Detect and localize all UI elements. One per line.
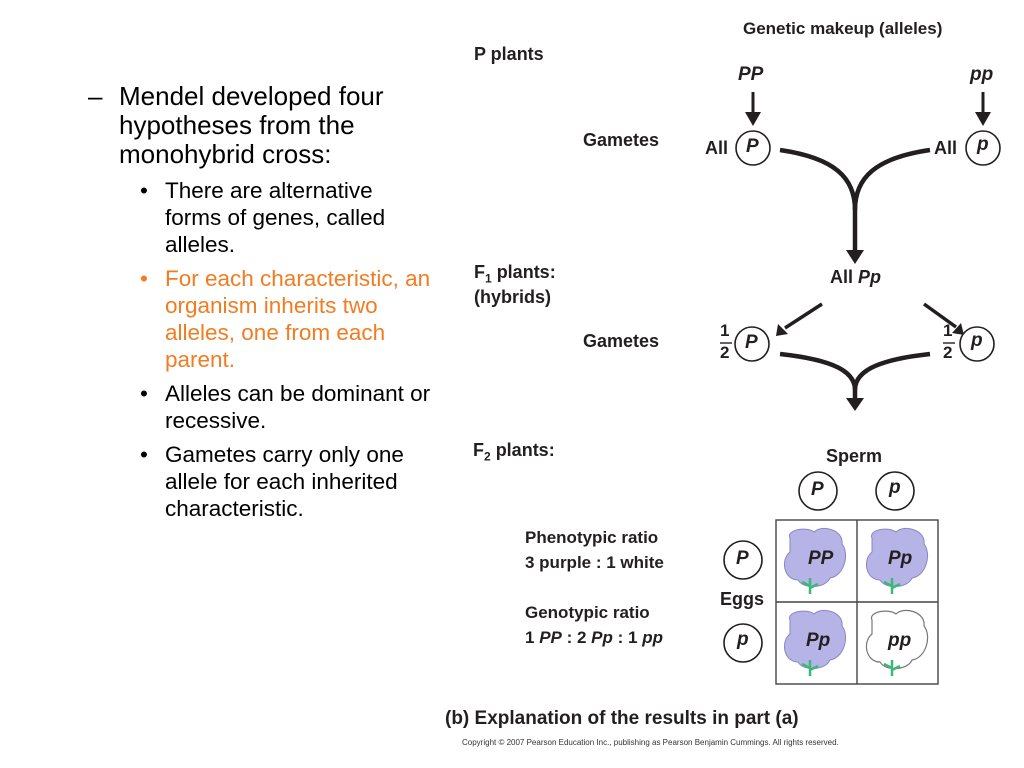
punnett-cell-Pp: Pp	[888, 548, 913, 569]
bullet-icon: •	[140, 266, 148, 291]
egg-P-circle	[723, 540, 763, 580]
half-numerator: 1	[943, 321, 953, 340]
sperm-allele-p: p	[889, 477, 901, 498]
merge-arrow-left	[779, 351, 858, 398]
half-numerator: 1	[720, 321, 730, 340]
list-item: • There are alternative forms of genes, c…	[88, 177, 433, 258]
bullet-text: Alleles can be dominant or recessive.	[165, 381, 431, 433]
allele-p: p	[977, 134, 989, 155]
sperm-allele-P: P	[811, 479, 824, 500]
sperm-label: Sperm	[826, 446, 883, 466]
half-denominator: 2	[720, 343, 730, 362]
bullet-text: There are alternative forms of genes, ca…	[165, 178, 386, 257]
allele-p: p	[971, 330, 983, 351]
arrow-to-half-P	[784, 302, 823, 330]
dash-marker: –	[88, 81, 103, 111]
egg-allele-p: p	[737, 629, 749, 650]
pp-recessive-label: pp	[970, 64, 994, 85]
phenotypic-ratio-value: 3 purple : 1 white	[525, 553, 664, 572]
f1-plants-label: F1 plants:	[474, 262, 556, 286]
genotypic-ratio-value: 1 PP : 2 Pp : 1 pp	[525, 628, 663, 647]
allele-P: P	[746, 136, 759, 157]
copyright-notice: Copyright © 2007 Pearson Education Inc.,…	[462, 738, 839, 747]
phenotypic-ratio-label: Phenotypic ratio	[525, 528, 659, 547]
list-item: • Alleles can be dominant or recessive.	[88, 380, 433, 434]
punnett-cell-PP: PP	[808, 548, 834, 569]
hypotheses-heading: – Mendel developed four hypotheses from …	[88, 82, 433, 169]
text-column: – Mendel developed four hypotheses from …	[88, 82, 433, 529]
bullet-text: For each characteristic, an organism inh…	[165, 266, 431, 372]
gamete-P-circle	[735, 130, 771, 166]
genetic-makeup-title: Genetic makeup (alleles)	[743, 19, 943, 38]
gamete-p-circle	[965, 130, 1001, 166]
gamete-P-circle	[734, 326, 770, 362]
all-label: All	[705, 138, 729, 158]
figure-caption: (b) Explanation of the results in part (…	[445, 708, 799, 729]
all-Pp-label: All Pp	[830, 267, 882, 287]
hybrids-label: (hybrids)	[474, 287, 552, 307]
punnett-cell-pp: pp	[888, 630, 912, 651]
list-item-highlighted: • For each characteristic, an organism in…	[88, 265, 433, 373]
merge-arrow-right	[852, 147, 931, 211]
bullet-icon: •	[140, 442, 148, 467]
figure-graphics	[720, 92, 1001, 685]
sperm-p-circle	[875, 471, 915, 511]
pp-dominant-label: PP	[738, 64, 764, 85]
arrow-head-icon	[776, 324, 788, 336]
hypotheses-list: • There are alternative forms of genes, c…	[88, 177, 433, 522]
bullet-icon: •	[140, 178, 148, 203]
f2-plants-label: F2 plants:	[473, 440, 555, 464]
p-plants-label: P plants	[474, 44, 544, 64]
flower-white-icon	[865, 609, 929, 676]
arrow-head-icon	[952, 323, 964, 335]
merge-arrow-left	[779, 147, 858, 252]
arrow-head-icon	[846, 250, 864, 264]
genotypic-ratio-label: Genotypic ratio	[525, 603, 650, 622]
gamete-p-circle	[959, 326, 995, 362]
flower-purple-icon	[783, 610, 846, 676]
list-item: • Gametes carry only one allele for each …	[88, 441, 433, 522]
sperm-P-circle	[798, 471, 838, 511]
bullet-icon: •	[140, 381, 148, 406]
arrow-head-icon	[975, 112, 991, 126]
half-denominator: 2	[943, 343, 953, 362]
heading-text: Mendel developed four hypotheses from th…	[119, 81, 384, 169]
arrow-to-half-p	[922, 302, 958, 329]
flower-purple-icon	[865, 528, 928, 594]
egg-p-circle	[723, 623, 763, 663]
gametes-label: Gametes	[583, 331, 660, 351]
egg-allele-P: P	[736, 548, 749, 569]
all-label: All	[934, 138, 958, 158]
flower-purple-icon	[783, 528, 846, 594]
allele-P: P	[745, 332, 758, 353]
arrow-head-icon	[846, 398, 864, 411]
gametes-label: Gametes	[583, 130, 660, 150]
arrow-head-icon	[745, 112, 761, 126]
monohybrid-figure: Genetic makeup (alleles) P plants PP pp …	[440, 0, 1024, 768]
merge-arrow-right	[852, 351, 931, 391]
bullet-text: Gametes carry only one allele for each i…	[165, 442, 404, 521]
eggs-label: Eggs	[720, 589, 765, 609]
punnett-cell-Pp: Pp	[806, 630, 831, 651]
